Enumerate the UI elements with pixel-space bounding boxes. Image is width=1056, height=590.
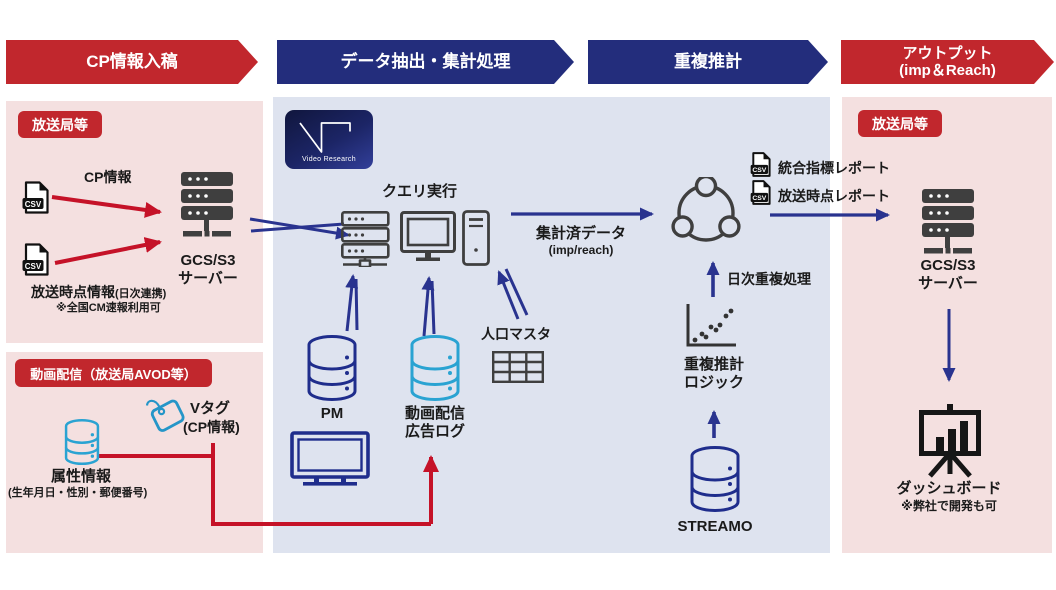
output-server-icon: [919, 189, 977, 272]
header-step-cp-input: CP情報入稿: [6, 40, 258, 84]
gcs-server-label-line2: サーバー: [178, 270, 238, 287]
avod-badge-label: 動画配信（放送局AVOD等）: [30, 366, 197, 382]
dedup-logic-label-line2: ロジック: [683, 374, 744, 391]
streamo-database-icon: [689, 445, 741, 518]
gcs-server-label-line1: GCS/S3: [180, 252, 236, 269]
header-step-output: アウトプット (imp＆Reach): [841, 40, 1054, 84]
header-step4-label-line2: (imp＆Reach): [899, 62, 996, 79]
csv-file-icon: CSV: [22, 243, 49, 281]
population-table-icon: [492, 351, 544, 388]
header-step2-label: データ抽出・集計処理: [340, 52, 511, 72]
svg-text:CSV: CSV: [25, 262, 42, 271]
dedup-logic-label-line1: 重複推計: [683, 356, 744, 373]
cp-info-label: CP情報: [84, 169, 132, 185]
dedup-network-icon: [666, 174, 746, 254]
video-research-logo: Video Research: [285, 110, 373, 169]
broadcaster-badge-output: 放送局等: [858, 110, 942, 137]
header-step1-label: CP情報入稿: [86, 52, 178, 72]
broadcaster-badge-output-label: 放送局等: [872, 115, 928, 132]
vtag-label-line1: Vタグ: [190, 400, 231, 417]
svg-text:CSV: CSV: [752, 167, 766, 174]
population-master-label: 人口マスタ: [481, 326, 551, 342]
cm-report-note: ※全国CM速報利用可: [56, 302, 161, 314]
ad-log-label-line1: 動画配信: [404, 405, 465, 422]
query-tower-pc-icon: [462, 210, 490, 271]
svg-text:CSV: CSV: [25, 200, 42, 209]
broadcaster-badge-label: 放送局等: [32, 116, 88, 133]
header-step-dedup: 重複推計: [588, 40, 828, 84]
report-label-1: 統合指標レポート: [778, 160, 890, 176]
attribute-database-icon: [64, 417, 100, 472]
broadcast-time-info-sub: (日次連携): [115, 288, 167, 300]
query-server-rack-icon: [340, 210, 391, 272]
dedup-scatter-icon: [682, 301, 740, 356]
avod-badge: 動画配信（放送局AVOD等）: [15, 359, 212, 387]
dashboard-note: ※弊社で開発も可: [901, 499, 997, 513]
svg-text:CSV: CSV: [752, 195, 766, 202]
pm-tv-icon: [290, 431, 370, 491]
output-server-label-line1: GCS/S3: [920, 257, 976, 274]
dashboard-icon: [913, 404, 987, 483]
vtag-label-line2: (CP情報): [183, 419, 240, 435]
streamo-label: STREAMO: [677, 518, 753, 535]
ad-log-label-line2: 広告ログ: [404, 423, 465, 440]
query-monitor-icon: [400, 211, 456, 269]
csv-file-icon: CSV: [750, 152, 771, 182]
pm-database-icon: [306, 334, 358, 407]
panel-broadcaster-input: [6, 101, 263, 343]
gcs-server-icon: [178, 172, 236, 255]
csv-file-icon: CSV: [22, 181, 49, 219]
attribute-info-label: 属性情報: [51, 468, 112, 485]
daily-dedup-label: 日次重複処理: [727, 271, 811, 287]
ad-log-database-icon: [409, 334, 461, 407]
header-step-extract: データ抽出・集計処理: [277, 40, 574, 84]
output-server-label-line2: サーバー: [918, 275, 978, 292]
query-exec-label: クエリ実行: [382, 183, 458, 200]
broadcast-time-info-label: 放送時点情報(日次連携): [31, 284, 166, 301]
csv-file-icon: CSV: [750, 180, 771, 210]
dashboard-label: ダッシュボード: [896, 480, 1002, 497]
broadcast-time-info-main: 放送時点情報: [31, 284, 115, 300]
broadcaster-badge: 放送局等: [18, 111, 102, 138]
aggregated-data-label-line1: 集計済データ: [535, 225, 626, 242]
vtag-icon: [140, 395, 186, 448]
report-label-2: 放送時点レポート: [778, 188, 890, 204]
panel-output: [842, 97, 1052, 553]
attribute-info-sub: (生年月日・性別・郵便番号): [8, 487, 148, 499]
header-step4-label-line1: アウトプット: [902, 44, 993, 62]
aggregated-data-label-line2: (imp/reach): [548, 243, 614, 257]
header-step3-label: 重複推計: [674, 52, 742, 72]
svg-text:Video Research: Video Research: [302, 156, 356, 163]
pm-label: PM: [320, 405, 344, 422]
